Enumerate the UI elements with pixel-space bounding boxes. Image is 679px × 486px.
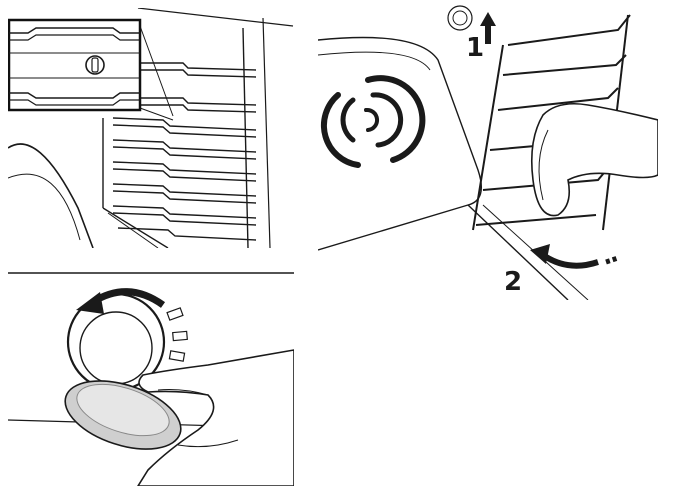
panel-shelf-guides — [8, 8, 294, 248]
fan-icon — [324, 78, 422, 165]
lamp-icon — [448, 6, 472, 30]
panel-remove-guide: 1 2 — [318, 0, 658, 300]
inset-zoom — [9, 20, 140, 110]
cavity-back-wall — [318, 38, 481, 251]
remove-guide-illustration: 1 2 — [318, 0, 658, 300]
shelf-guides-illustration — [8, 8, 294, 248]
coin-unscrew-illustration — [8, 270, 294, 486]
back-wall-edge — [243, 28, 248, 248]
panel-coin-unscrew — [8, 270, 294, 486]
oven-cavity-inner — [8, 174, 80, 240]
step-2-label: 2 — [504, 267, 522, 297]
oven-cavity-curve — [8, 144, 93, 248]
hand-illustration — [532, 104, 658, 216]
rotation-marks — [167, 308, 187, 361]
step-1-label: 1 — [466, 33, 484, 63]
rotate-arrow-icon — [530, 244, 618, 266]
